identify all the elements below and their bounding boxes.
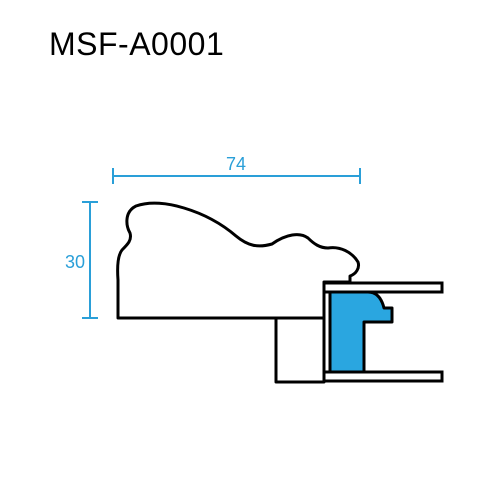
width-dimension-label: 74 <box>226 154 246 174</box>
height-dimension: 30 <box>65 201 98 319</box>
product-code-title: MSF-A0001 <box>49 26 225 62</box>
width-dimension: 74 <box>112 154 361 184</box>
height-dimension-label: 30 <box>65 252 85 272</box>
rear-block-outline <box>274 316 326 384</box>
top-rail <box>322 281 444 294</box>
moulding-profile-outline <box>116 201 360 320</box>
bottom-rail <box>322 370 444 383</box>
glazing-insert <box>328 290 394 374</box>
